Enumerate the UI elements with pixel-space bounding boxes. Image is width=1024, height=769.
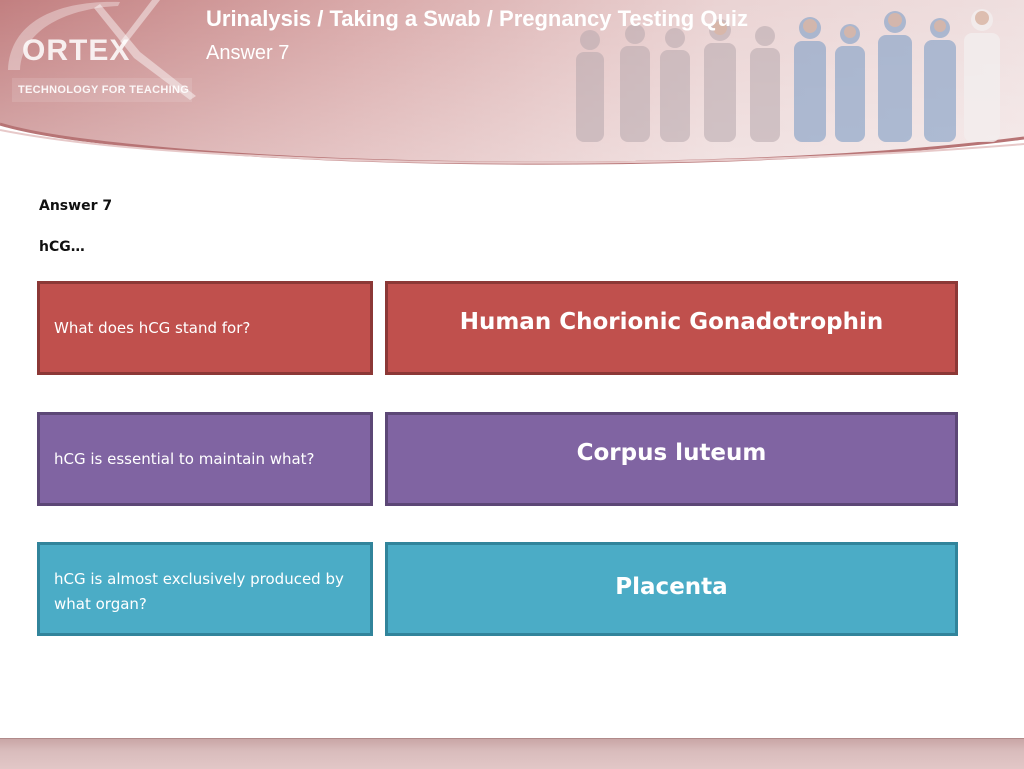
footer-band [0, 738, 1024, 769]
medical-staff-image [576, 9, 1000, 142]
question-text: hCG is essential to maintain what? [54, 449, 315, 468]
logo: ORTEX [22, 34, 131, 67]
answer-text: Human Chorionic Gonadotrophin [459, 309, 884, 335]
question-box-1: What does hCG stand for? [37, 281, 373, 375]
question-box-3: hCG is almost exclusively produced by wh… [37, 542, 373, 636]
slide-title: Urinalysis / Taking a Swab / Pregnancy T… [206, 6, 748, 31]
slide-subtitle: Answer 7 [206, 42, 290, 64]
answer-heading: Answer 7 [39, 198, 113, 214]
question-text: What does hCG stand for? [54, 318, 251, 337]
answer-box-2: Corpus luteum [385, 412, 958, 506]
logo-tagline: TECHNOLOGY FOR TEACHING [18, 84, 190, 96]
answer-box-1: Human Chorionic Gonadotrophin [385, 281, 958, 375]
question-box-2: hCG is essential to maintain what? [37, 412, 373, 506]
header-banner: ORTEX TECHNOLOGY FOR TEACHING Urinalysis… [0, 0, 1024, 170]
answer-text: Corpus luteum [576, 440, 767, 466]
answer-box-3: Placenta [385, 542, 958, 636]
answer-text: Placenta [615, 574, 728, 600]
question-text: hCG is almost exclusively produced by wh… [54, 570, 344, 613]
topic-heading: hCG… [39, 239, 85, 255]
